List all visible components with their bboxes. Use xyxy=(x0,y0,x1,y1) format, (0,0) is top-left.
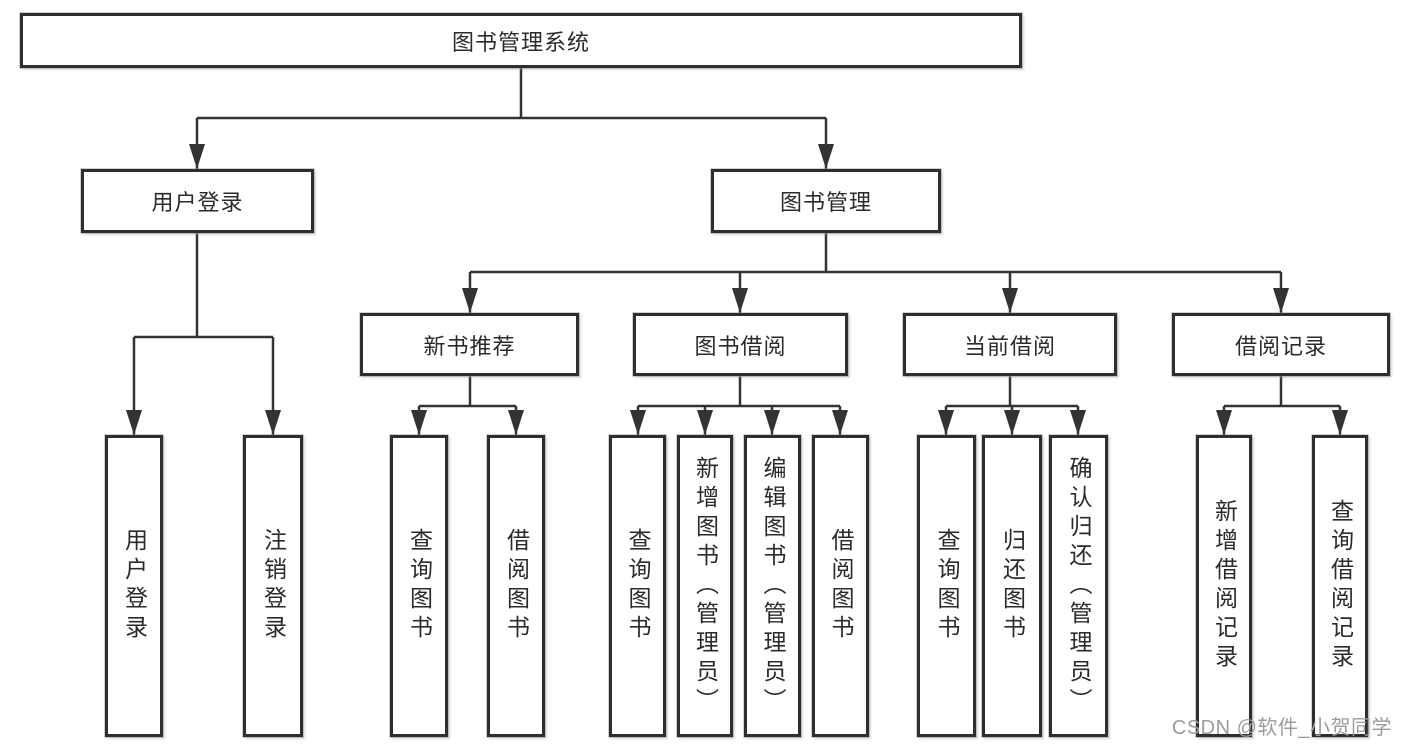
connector-book-management-to-level3 xyxy=(468,233,1283,313)
node-user-login-label: 用户登录 xyxy=(151,190,244,215)
connector-root-to-level2 xyxy=(195,68,828,169)
leaf-logout: 注销登录 xyxy=(243,435,303,737)
leaf-query-book-1-label: 查询图书 xyxy=(406,528,433,644)
leaf-return-book-label: 归还图书 xyxy=(999,528,1026,644)
leaf-query-book-1: 查询图书 xyxy=(390,435,448,737)
node-root: 图书管理系统 xyxy=(20,13,1022,68)
leaf-borrow-book-2: 借阅图书 xyxy=(812,435,869,737)
node-book-management: 图书管理 xyxy=(711,169,941,233)
leaf-query-borrow-record: 查询借阅记录 xyxy=(1312,435,1368,737)
leaf-add-book-label: 新增图书（管理员） xyxy=(692,455,719,717)
arrowheads xyxy=(126,144,1348,435)
node-new-book-recommend: 新书推荐 xyxy=(360,313,579,376)
leaf-user-login-label: 用户登录 xyxy=(121,528,148,644)
leaf-query-book-2: 查询图书 xyxy=(609,435,666,737)
leaf-query-borrow-record-label: 查询借阅记录 xyxy=(1327,499,1354,673)
node-book-borrow-label: 图书借阅 xyxy=(694,333,787,359)
leaf-return-book: 归还图书 xyxy=(982,435,1042,737)
leaf-confirm-return: 确认归还（管理员） xyxy=(1049,435,1108,737)
connector-user-login-to-leaves xyxy=(132,233,275,435)
leaf-borrow-book-1: 借阅图书 xyxy=(487,435,545,737)
leaf-add-borrow-record: 新增借阅记录 xyxy=(1196,435,1252,737)
connector-borrow-records-to-leaves xyxy=(1222,376,1342,435)
node-root-label: 图书管理系统 xyxy=(451,29,590,55)
node-user-login: 用户登录 xyxy=(81,169,314,233)
leaf-query-book-2-label: 查询图书 xyxy=(625,528,651,644)
node-current-borrow: 当前借阅 xyxy=(903,313,1117,376)
leaf-query-book-3: 查询图书 xyxy=(917,435,976,737)
node-current-borrow-label: 当前借阅 xyxy=(963,333,1056,359)
node-book-borrow: 图书借阅 xyxy=(633,313,848,376)
leaf-query-book-3-label: 查询图书 xyxy=(934,528,960,644)
connector-book-borrow-to-leaves xyxy=(636,376,842,435)
leaf-logout-label: 注销登录 xyxy=(260,528,287,644)
connector-new-book-recommend-to-leaves xyxy=(417,376,518,435)
leaf-borrow-book-2-label: 借阅图书 xyxy=(828,528,854,644)
leaf-edit-book: 编辑图书（管理员） xyxy=(744,435,801,737)
leaf-borrow-book-1-label: 借阅图书 xyxy=(503,528,530,644)
leaf-add-borrow-record-label: 新增借阅记录 xyxy=(1211,499,1238,673)
node-book-management-label: 图书管理 xyxy=(779,190,872,215)
node-borrow-records: 借阅记录 xyxy=(1172,313,1390,376)
watermark: CSDN @软件_小贺同学 xyxy=(1171,717,1392,739)
node-new-book-recommend-label: 新书推荐 xyxy=(423,333,516,359)
leaf-user-login: 用户登录 xyxy=(105,435,163,737)
leaf-add-book: 新增图书（管理员） xyxy=(677,435,733,737)
leaf-edit-book-label: 编辑图书（管理员） xyxy=(760,455,786,717)
leaf-confirm-return-label: 确认归还（管理员） xyxy=(1066,455,1092,717)
node-borrow-records-label: 借阅记录 xyxy=(1234,333,1327,359)
